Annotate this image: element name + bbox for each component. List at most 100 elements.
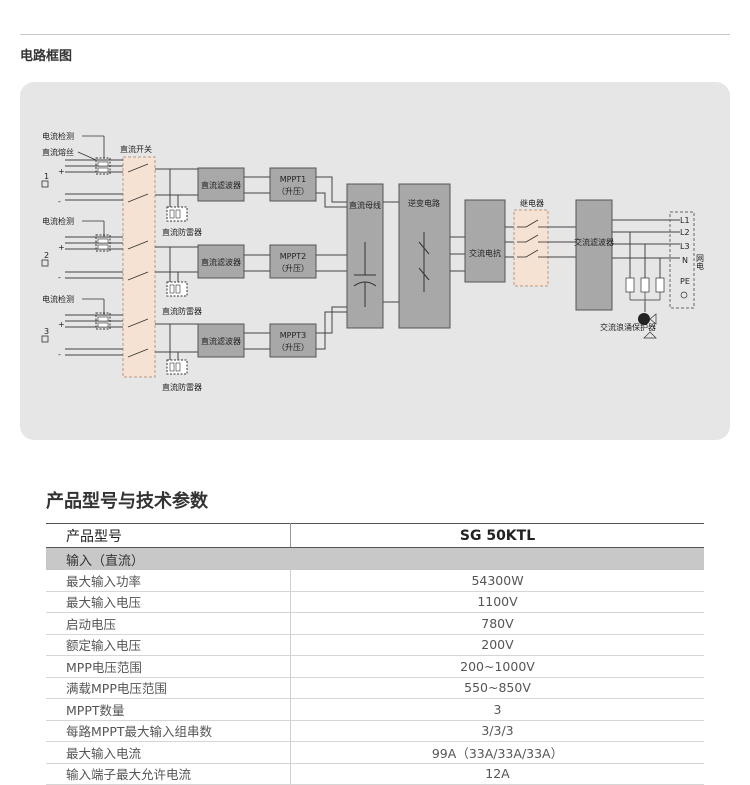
pv-input-2: 2 + - <box>41 234 123 282</box>
row-value: 54300W <box>290 570 704 592</box>
grid-terminal-box <box>669 211 695 309</box>
terminal-l3: L3 <box>680 242 690 251</box>
pv2-minus: - <box>58 273 61 282</box>
ac-spd-label: 交流浪涌保护器 <box>600 322 656 332</box>
row-label: 额定输入电压 <box>46 634 291 656</box>
pv3-plus: + <box>58 320 65 329</box>
grid-label-text: 网电 <box>696 254 705 270</box>
pv-number-3: 3 <box>44 327 49 336</box>
inverter-label: 逆变电路 <box>408 198 440 208</box>
terminal-n: N <box>682 256 688 265</box>
ac-reactor-label: 交流电抗 <box>469 248 501 258</box>
pv1-plus: + <box>58 167 65 176</box>
circuit-diagram-panel: 直流开关 电流检测 直流熔丝 电流检测 电流检测 1 + - 2 + - 3 + <box>20 82 730 440</box>
ac-reactor-box <box>464 199 506 283</box>
spec-title: 产品型号与技术参数 <box>46 491 208 512</box>
pv3-minus: - <box>58 350 61 359</box>
section-label: 电路框图 <box>20 49 73 64</box>
terminal-pe: PE <box>680 277 690 286</box>
dc-filter-3 <box>197 323 245 358</box>
top-divider <box>20 34 730 35</box>
dc-switch-label: 直流开关 <box>120 144 152 154</box>
dc-spd-label-2: 直流防雷器 <box>162 306 202 316</box>
dc-spd-2 <box>166 281 188 297</box>
pv-number-1: 1 <box>44 172 49 181</box>
row-value: 3 <box>290 698 704 721</box>
row-label: MPPT数量 <box>46 698 291 721</box>
terminal-l2: L2 <box>680 228 690 237</box>
row-label: 每路MPPT最大输入组串数 <box>46 720 291 742</box>
current-detect-label-3: 电流检测 <box>42 294 74 304</box>
ac-filter-label: 交流滤波器 <box>574 237 614 247</box>
row-value: 12A <box>290 763 704 785</box>
dc-spd-label-3: 直流防雷器 <box>162 382 202 392</box>
spec-header-row: 产品型号 SG 50KTL <box>46 523 704 548</box>
pv2-plus: + <box>58 243 65 252</box>
mppt1-boost: （升压） <box>277 187 309 196</box>
row-value: 99A（33A/33A/33A） <box>290 741 704 764</box>
dc-bus-label: 直流母线 <box>349 200 381 210</box>
grid-label: 网电 <box>696 254 705 270</box>
group-label: 输入（直流） <box>46 547 704 570</box>
row-label: 最大输入功率 <box>46 570 291 592</box>
ground-icon <box>680 291 688 299</box>
mppt2-box <box>269 244 317 279</box>
pv-number-2: 2 <box>44 251 49 260</box>
row-value: 3/3/3 <box>290 720 704 742</box>
row-label: MPP电压范围 <box>46 655 291 678</box>
terminal-l1: L1 <box>680 216 690 225</box>
dc-filter-1 <box>197 167 245 202</box>
row-value: 550~850V <box>290 677 704 699</box>
circuit-diagram: 直流开关 电流检测 直流熔丝 电流检测 电流检测 1 + - 2 + - 3 + <box>41 131 705 392</box>
row-value: 1100V <box>290 591 704 613</box>
dc-spd-label-1: 直流防雷器 <box>162 227 202 237</box>
ac-filter-label-text: 交流滤波器 <box>574 237 614 247</box>
dc-fuse-label: 直流熔丝 <box>42 147 74 157</box>
dc-spd-1 <box>166 206 188 222</box>
mppt1-label: MPPT1 <box>280 175 307 184</box>
row-label: 最大输入电流 <box>46 741 291 764</box>
header-value: SG 50KTL <box>290 523 704 548</box>
mppt3-label: MPPT3 <box>280 331 307 340</box>
header-label: 产品型号 <box>46 523 291 548</box>
ac-spd-symbol <box>638 313 650 325</box>
row-value: 200~1000V <box>290 655 704 678</box>
dc-switch-box <box>122 156 156 378</box>
ac-spd-group <box>625 277 665 302</box>
mppt2-boost: （升压） <box>277 264 309 273</box>
row-label: 最大输入电压 <box>46 591 291 613</box>
ac-filter-box <box>575 199 613 311</box>
pv1-minus: - <box>58 197 61 206</box>
spec-group-row: 输入（直流） <box>46 547 704 570</box>
dc-filter-2 <box>197 244 245 279</box>
row-label: 输入端子最大允许电流 <box>46 763 291 785</box>
mppt3-boost: （升压） <box>277 343 309 352</box>
current-detect-label-2: 电流检测 <box>42 216 74 226</box>
pv-input-1: 1 + - <box>41 157 123 206</box>
mppt1-box <box>269 167 317 202</box>
row-label: 满载MPP电压范围 <box>46 677 291 699</box>
row-value: 780V <box>290 612 704 635</box>
dc-filter-label-1: 直流滤波器 <box>201 180 241 190</box>
pv-input-3: 3 + - <box>41 312 123 359</box>
row-label: 启动电压 <box>46 612 291 635</box>
dc-spd-3 <box>166 359 188 375</box>
relay-label: 继电器 <box>520 198 544 208</box>
mppt3-box <box>269 323 317 358</box>
dc-filter-label-2: 直流滤波器 <box>201 257 241 267</box>
dc-filter-label-3: 直流滤波器 <box>201 336 241 346</box>
row-value: 200V <box>290 634 704 656</box>
current-detect-label-1: 电流检测 <box>42 131 74 141</box>
mppt2-label: MPPT2 <box>280 252 307 261</box>
